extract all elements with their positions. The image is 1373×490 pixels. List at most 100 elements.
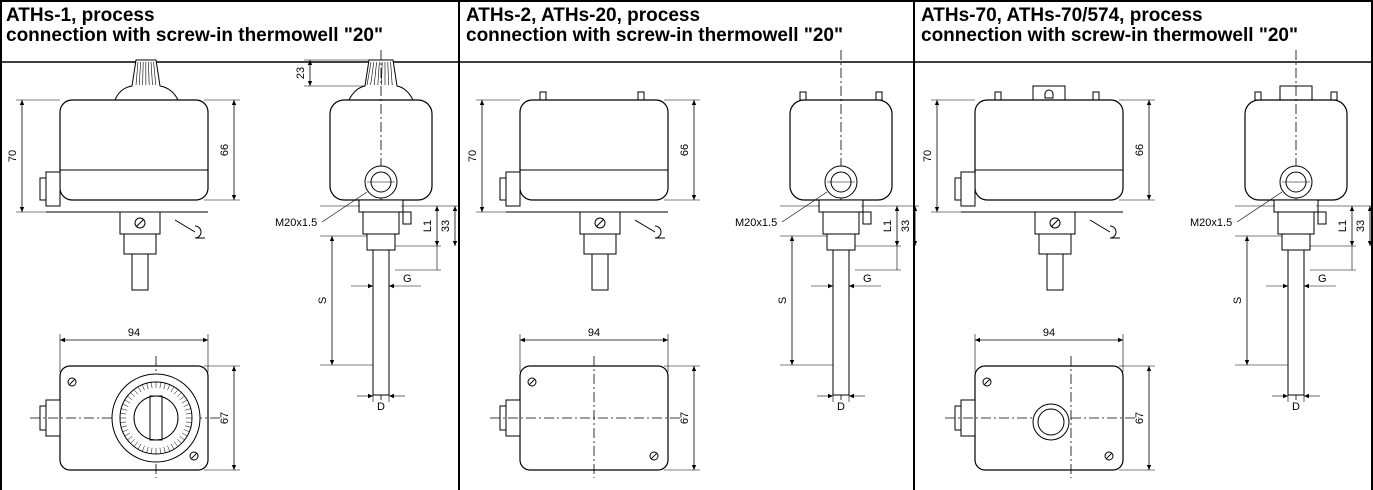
arrowhead bbox=[479, 207, 485, 212]
dial-hub bbox=[133, 395, 179, 441]
arrowhead bbox=[789, 360, 795, 365]
dimension-label: 70 bbox=[922, 150, 934, 162]
dimension-label: S bbox=[1232, 297, 1244, 304]
dial-tick bbox=[183, 429, 190, 433]
set-screw-icon bbox=[1317, 211, 1327, 225]
dial-tick bbox=[163, 383, 166, 390]
dial-tick bbox=[121, 425, 128, 428]
dial-tick bbox=[167, 445, 171, 452]
arrowhead bbox=[520, 337, 525, 343]
cover-screw-icon bbox=[539, 91, 547, 101]
dial-tick bbox=[159, 382, 161, 389]
dial-tick bbox=[124, 432, 131, 437]
cover-screw-icon bbox=[994, 91, 1002, 101]
cover-screw-icon bbox=[875, 91, 883, 101]
dial-pointer bbox=[149, 395, 163, 441]
panel-title: ATHs-70, ATHs-70/574, process connection… bbox=[921, 6, 1298, 46]
thread-g-label: G bbox=[1318, 273, 1327, 285]
wrench-icon bbox=[634, 219, 665, 239]
knob-rib bbox=[373, 61, 377, 86]
arrowhead bbox=[1146, 195, 1152, 200]
arrowhead bbox=[1146, 100, 1152, 105]
wrench-icon bbox=[1089, 219, 1120, 239]
leader-line bbox=[1236, 191, 1283, 223]
dial-knob-icon bbox=[348, 59, 414, 101]
panel-title-line1: ATHs-2, ATHs-20, process bbox=[466, 5, 701, 26]
cover-screw-icon bbox=[799, 91, 807, 101]
dimension-label: 67 bbox=[679, 412, 691, 424]
knob-rib bbox=[390, 61, 393, 86]
neck bbox=[818, 199, 864, 213]
screw-slot bbox=[528, 378, 536, 386]
probe-stub bbox=[131, 253, 149, 291]
panel-title-line1: ATHs-1, process bbox=[6, 5, 155, 26]
dial-tick bbox=[177, 439, 182, 444]
knob-rib bbox=[135, 61, 139, 86]
arrowhead bbox=[1349, 206, 1355, 211]
dial-tick bbox=[137, 443, 142, 450]
knob-rib bbox=[381, 61, 383, 86]
arrowhead bbox=[789, 236, 795, 241]
dimension-label: S bbox=[317, 297, 329, 304]
diameter-d-label: D bbox=[1292, 401, 1300, 413]
dial-tick bbox=[151, 447, 153, 454]
arrowhead bbox=[828, 393, 833, 399]
panel-title-line2: connection with screw-in thermowell "20" bbox=[466, 25, 843, 46]
dial-tick bbox=[179, 395, 185, 400]
thread-g-label: G bbox=[403, 273, 412, 285]
knob-rib bbox=[153, 61, 157, 86]
dimension-label: L1 bbox=[422, 220, 434, 232]
cap-top-inner bbox=[1037, 408, 1065, 436]
knob-rib bbox=[387, 61, 389, 86]
arrowhead bbox=[329, 360, 335, 365]
arrowhead bbox=[1244, 360, 1250, 365]
knob-rib bbox=[148, 61, 150, 86]
dial-tick bbox=[163, 446, 166, 453]
dial-tick bbox=[146, 446, 149, 453]
screw-slot bbox=[136, 219, 144, 227]
panel-title-line1: ATHs-70, ATHs-70/574, process bbox=[921, 5, 1203, 26]
arrowhead bbox=[307, 81, 313, 86]
thread-label: M20x1.5 bbox=[735, 217, 777, 229]
arrowhead bbox=[60, 337, 65, 343]
arrowhead bbox=[894, 206, 900, 211]
knob-rib bbox=[366, 61, 372, 86]
panel-aths-70: ATHs-70, ATHs-70/574, process connection… bbox=[915, 0, 1373, 490]
cover-screw-icon bbox=[1330, 91, 1338, 101]
dial-knob-icon bbox=[114, 59, 179, 101]
panel-aths-2-aths-20: ATHs-2, ATHs-20, process connection with… bbox=[460, 0, 919, 490]
dimension-label: S bbox=[777, 297, 789, 304]
arrowhead bbox=[912, 241, 918, 246]
arrowhead bbox=[1349, 241, 1355, 246]
knob-rib bbox=[139, 61, 141, 86]
arrowhead bbox=[691, 366, 697, 371]
arrowhead bbox=[19, 207, 25, 212]
arrowhead bbox=[663, 337, 668, 343]
screw-slot bbox=[1105, 452, 1113, 460]
arrowhead bbox=[479, 100, 485, 105]
dimension-label: 67 bbox=[219, 412, 231, 424]
dial-tick bbox=[141, 445, 145, 452]
thread-connector bbox=[826, 233, 856, 251]
dial-tick bbox=[121, 408, 128, 411]
dimension-label: 94 bbox=[1043, 327, 1055, 339]
dial-tick bbox=[185, 421, 192, 423]
arrowhead bbox=[1118, 337, 1123, 343]
arrowhead bbox=[329, 236, 335, 241]
dial-tick bbox=[184, 408, 191, 411]
set-screw-icon bbox=[862, 211, 872, 225]
dimension-label: 33 bbox=[440, 220, 452, 232]
arrowhead bbox=[368, 283, 373, 289]
arrowhead bbox=[1146, 366, 1152, 371]
thermowell-head bbox=[362, 211, 400, 235]
thermowell-tube bbox=[1287, 249, 1305, 396]
dial-tick bbox=[170, 443, 175, 450]
arrowhead bbox=[434, 241, 440, 246]
mounting-lug bbox=[960, 171, 976, 207]
dial-tick bbox=[127, 436, 133, 441]
arrowhead bbox=[452, 206, 458, 211]
knob-rib bbox=[142, 61, 144, 86]
